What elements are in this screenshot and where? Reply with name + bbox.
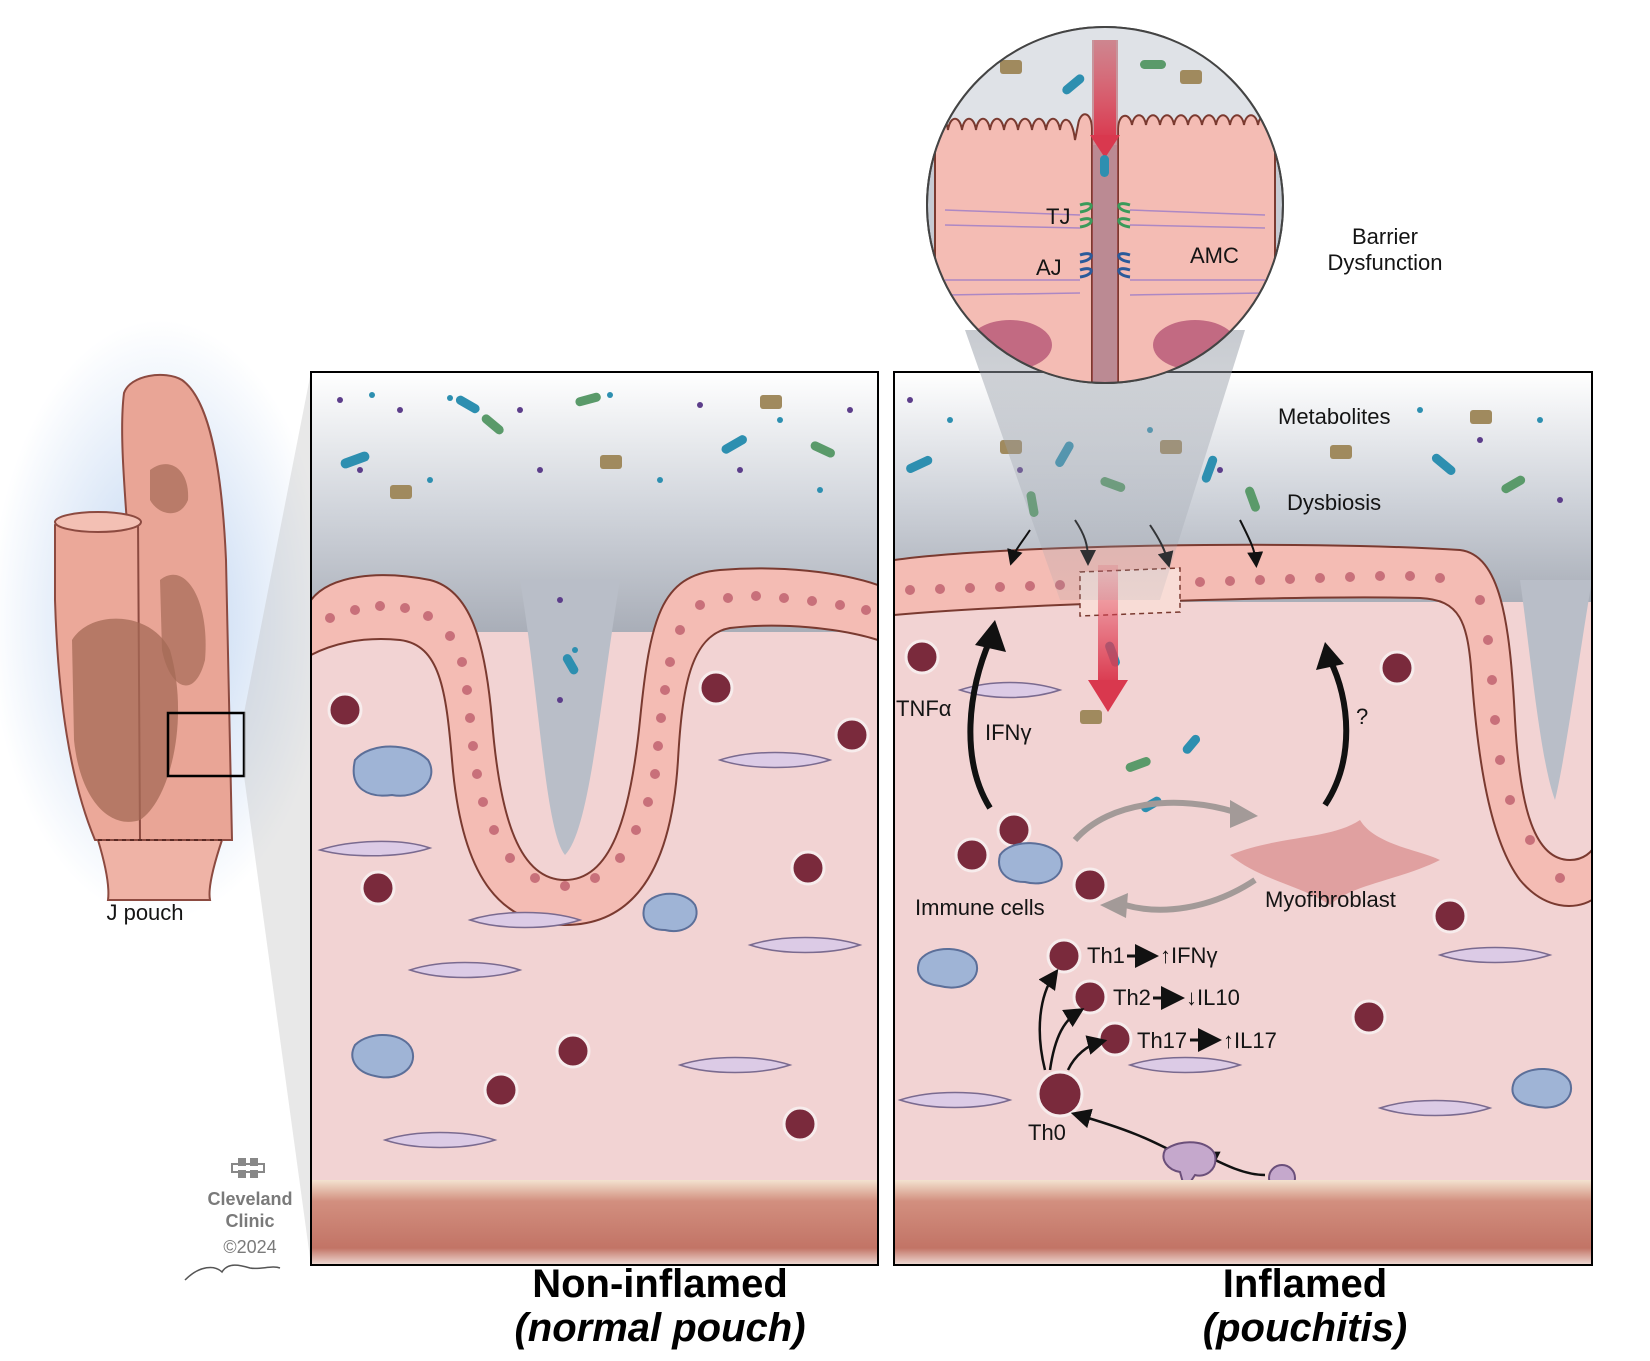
inflamed-lamina-cells bbox=[897, 639, 1573, 1117]
aj-label: AJ bbox=[1036, 255, 1062, 280]
credit-org-line2: Clinic bbox=[225, 1211, 275, 1231]
muscle-layer bbox=[311, 1180, 878, 1265]
myofibroblast-arrow bbox=[1322, 658, 1350, 807]
th17-effect: ↑IL17 bbox=[1223, 1028, 1277, 1053]
cleveland-clinic-logo-icon bbox=[231, 1158, 265, 1178]
metabolites-label: Metabolites bbox=[1278, 404, 1391, 429]
immune-to-myofibroblast-arrow bbox=[1072, 799, 1236, 843]
caption-right-sub: (pouchitis) bbox=[1202, 1306, 1408, 1350]
th17-label: Th17 bbox=[1137, 1028, 1187, 1053]
amc-label: AMC bbox=[1190, 243, 1239, 268]
tight-junction bbox=[1079, 202, 1131, 229]
caption-non-inflamed: Non-inflamed (normal pouch) bbox=[430, 1262, 890, 1350]
t-cell-differentiation bbox=[1036, 938, 1296, 1193]
myofibroblast-label: Myofibroblast bbox=[1265, 887, 1396, 912]
diagram-labels: TJ AJ AMC Barrier Dysfunction Metabolite… bbox=[896, 204, 1442, 1145]
credit-org-line1: Cleveland bbox=[207, 1189, 293, 1209]
caption-right-main: Inflamed bbox=[1222, 1262, 1388, 1306]
right-epithelial-cell bbox=[1117, 114, 1276, 383]
lamina-propria-cells bbox=[317, 670, 870, 1149]
tnf-alpha-label: TNFα bbox=[896, 696, 952, 721]
ifn-gamma-label: IFNγ bbox=[985, 720, 1031, 745]
non-inflamed-panel bbox=[311, 372, 878, 1265]
zoom-projection bbox=[244, 372, 311, 1265]
inset-projection-cone bbox=[965, 330, 1245, 600]
question-label: ? bbox=[1356, 704, 1368, 729]
cytokine-arrow bbox=[967, 638, 993, 810]
barrier-inset bbox=[926, 26, 1284, 384]
left-panel-frame bbox=[310, 371, 879, 1266]
adherens-junction bbox=[1079, 252, 1131, 279]
luminal-microbes bbox=[337, 392, 853, 703]
right-panel-frame bbox=[893, 371, 1593, 1266]
th2-effect: ↓IL10 bbox=[1186, 985, 1240, 1010]
epithelial-nuclei-right bbox=[905, 571, 1565, 883]
th1-label: Th1 bbox=[1087, 943, 1125, 968]
dysbiosis-label: Dysbiosis bbox=[1287, 490, 1381, 515]
myofibroblast-to-immune-arrow bbox=[1124, 877, 1257, 913]
epithelial-nuclei bbox=[325, 591, 871, 891]
j-pouch-label: J pouch bbox=[106, 900, 183, 925]
translocation-arrowhead bbox=[1088, 680, 1128, 712]
myofibroblast-cluster bbox=[1230, 820, 1440, 905]
inflamed-panel bbox=[894, 372, 1592, 1265]
caption-inflamed: Inflamed (pouchitis) bbox=[1095, 1262, 1515, 1350]
th1-effect: ↑IFNγ bbox=[1160, 943, 1217, 968]
barrier-label-1: Barrier bbox=[1352, 224, 1418, 249]
muscle-layer-right bbox=[894, 1180, 1592, 1265]
left-epithelial-cell bbox=[934, 113, 1093, 383]
credit-year: ©2024 bbox=[223, 1237, 277, 1257]
th0-label: Th0 bbox=[1028, 1120, 1066, 1145]
caption-left-main: Non-inflamed bbox=[532, 1262, 788, 1306]
immune-cells-label: Immune cells bbox=[915, 895, 1045, 920]
th2-label: Th2 bbox=[1113, 985, 1151, 1010]
artist-signature bbox=[184, 1264, 281, 1281]
tj-label: TJ bbox=[1046, 204, 1070, 229]
caption-left-sub: (normal pouch) bbox=[514, 1306, 806, 1350]
j-pouch-illustration bbox=[0, 320, 330, 920]
barrier-label-2: Dysfunction bbox=[1328, 250, 1443, 275]
